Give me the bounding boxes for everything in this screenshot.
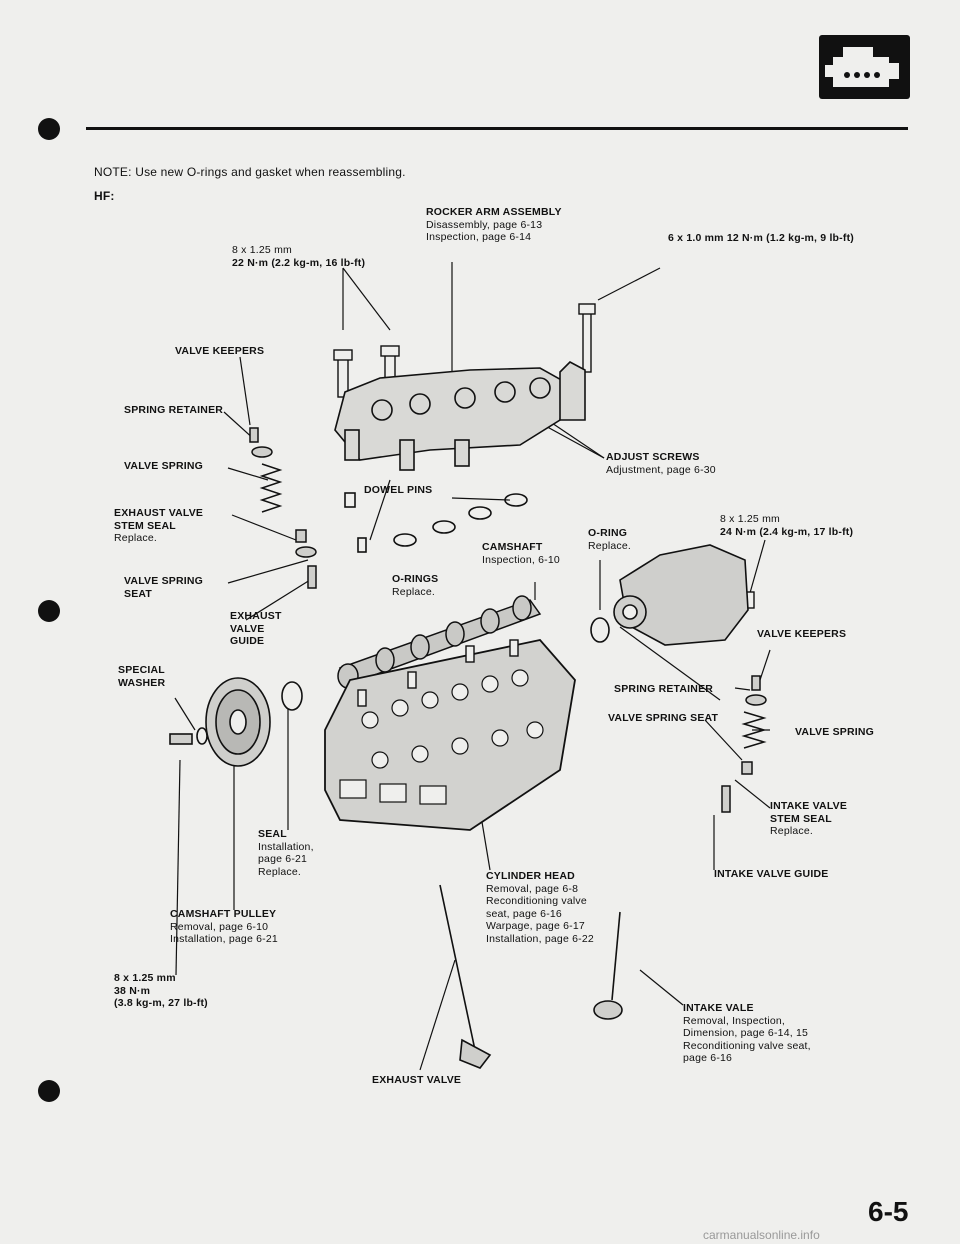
- valve-keepers-left-label: VALVE KEEPERS: [175, 345, 265, 357]
- spring-retainer-right-label: SPRING RETAINER: [614, 683, 714, 695]
- intake-valve-label: INTAKE VALE Removal, Inspection, Dimensi…: [683, 1002, 811, 1064]
- engine-section-icon: [819, 35, 910, 99]
- valve-keepers-right-label: VALVE KEEPERS: [757, 628, 847, 640]
- rocker-arm-assembly-label: ROCKER ARM ASSEMBLY Disassembly, page 6-…: [426, 206, 562, 243]
- special-washer-label: SPECIAL WASHER: [118, 664, 166, 689]
- model-label: HF:: [94, 189, 115, 203]
- exhaust-valve-stem-seal-label: EXHAUST VALVE STEM SEAL Replace.: [114, 507, 204, 544]
- bolt-6x10-label: 6 x 1.0 mm 12 N·m (1.2 kg-m, 9 lb-ft): [668, 232, 854, 244]
- adjust-screws-label: ADJUST SCREWS Adjustment, page 6-30: [606, 451, 716, 476]
- bolt-8x125-top-label: 8 x 1.25 mm 22 N·m (2.2 kg-m, 16 lb-ft): [232, 244, 366, 269]
- exhaust-valve-guide-label: EXHAUST VALVE GUIDE: [230, 610, 282, 647]
- exhaust-valve-label: EXHAUST VALVE: [372, 1074, 462, 1086]
- page-number: 6-5: [868, 1196, 909, 1227]
- reassembly-note: NOTE: Use new O-rings and gasket when re…: [94, 165, 406, 179]
- valve-spring-right-label: VALVE SPRING: [795, 726, 875, 738]
- binder-hole-2: [38, 600, 60, 622]
- spring-retainer-left-label: SPRING RETAINER: [124, 404, 224, 416]
- seal-label: SEAL Installation, page 6-21 Replace.: [258, 828, 314, 878]
- bolt-8x125-right-label: 8 x 1.25 mm 24 N·m (2.4 kg-m, 17 lb-ft): [720, 513, 854, 538]
- binder-hole-3: [38, 1080, 60, 1102]
- valve-spring-seat-right-label: VALVE SPRING SEAT: [608, 712, 719, 724]
- footer-url[interactable]: carmanualsonline.info: [703, 1228, 820, 1242]
- camshaft-label: CAMSHAFT Inspection, 6-10: [482, 541, 560, 566]
- o-rings-label: O-RINGS Replace.: [392, 573, 439, 598]
- o-ring-right-label: O-RING Replace.: [588, 527, 632, 552]
- valve-spring-seat-left-label: VALVE SPRING SEAT: [124, 575, 204, 600]
- cylinder-head-label: CYLINDER HEAD Removal, page 6-8 Recondit…: [486, 870, 594, 945]
- intake-valve-stem-seal-label: INTAKE VALVE STEM SEAL Replace.: [770, 800, 848, 837]
- valve-spring-left-label: VALVE SPRING: [124, 460, 204, 472]
- camshaft-pulley-label: CAMSHAFT PULLEY Removal, page 6-10 Insta…: [170, 908, 278, 945]
- bolt-8x125-bottom-label: 8 x 1.25 mm 38 N·m (3.8 kg-m, 27 lb-ft): [114, 972, 208, 1009]
- binder-hole-1: [38, 118, 60, 140]
- intake-valve-guide-label: INTAKE VALVE GUIDE: [714, 868, 829, 880]
- dowel-pins-label: DOWEL PINS: [364, 484, 433, 496]
- header-rule: [86, 127, 908, 130]
